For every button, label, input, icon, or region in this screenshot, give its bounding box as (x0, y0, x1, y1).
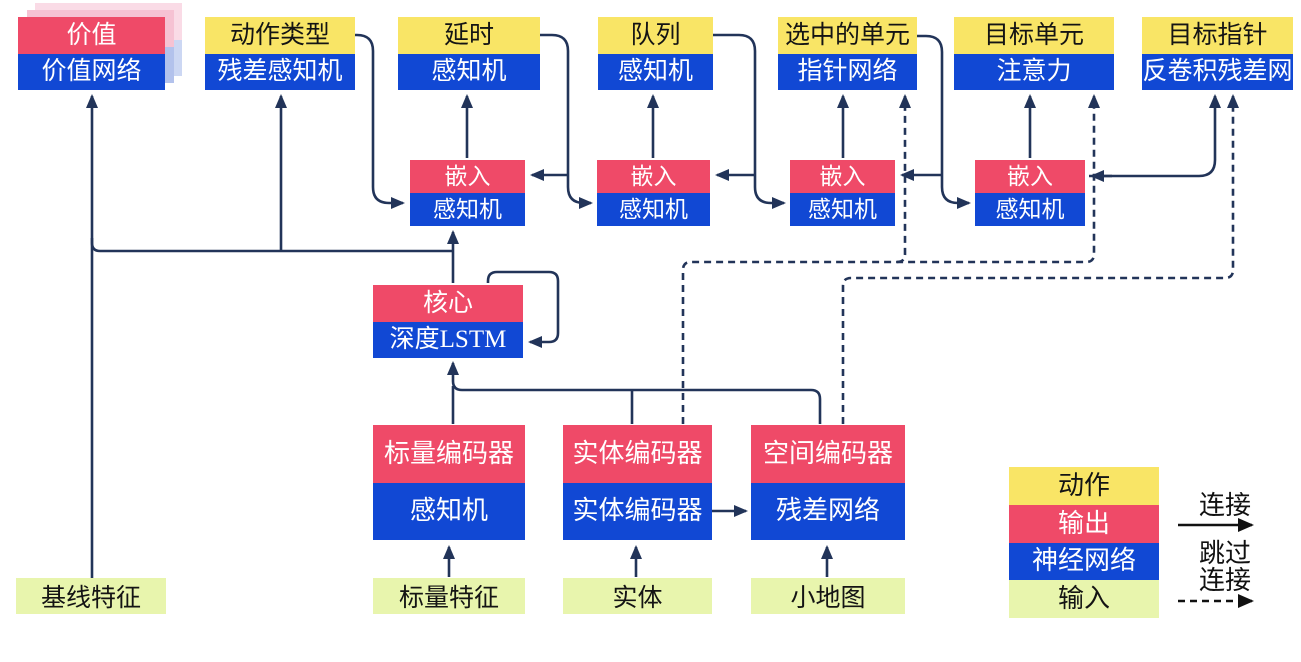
legend-solid-arrow-label: 连接 (1198, 491, 1251, 520)
arrow-embedding4-to-target-point (1089, 94, 1221, 178)
embedding-3-network: 感知机 (790, 193, 895, 226)
input-minimap: 小地图 (751, 578, 905, 614)
legend-action: 动作 (1009, 467, 1159, 505)
encoder-entity-network: 实体编码器 (563, 482, 712, 540)
head-selected-units-network: 指针网络 (778, 53, 917, 90)
legend-network: 神经网络 (1009, 542, 1159, 581)
embedding-4-network: 感知机 (975, 193, 1085, 226)
skip-entity-to-pointer (896, 94, 911, 264)
embedding-2-network: 感知机 (597, 193, 710, 226)
embedding-3: 嵌入 感知机 (790, 160, 895, 226)
legend-skip-arrow-label: 跳过 连接 (1180, 540, 1270, 595)
arrow-delay-to-embedding2 (540, 33, 593, 209)
head-delay: 延时 感知机 (398, 17, 540, 90)
head-target-point: 目标指针 反卷积残差网 (1142, 17, 1293, 90)
core-lstm: 核心 深度LSTM (373, 285, 523, 358)
embedding-1-output: 嵌入 (410, 160, 525, 193)
embedding-2-output: 嵌入 (597, 160, 710, 193)
embedding-3-output: 嵌入 (790, 160, 895, 193)
head-action-type-network: 残差感知机 (205, 53, 355, 90)
encoder-spatial: 空间编码器 残差网络 (751, 425, 905, 540)
head-queued-network: 感知机 (598, 53, 713, 90)
legend-output: 输出 (1009, 504, 1159, 543)
encoder-scalar: 标量编码器 感知机 (373, 425, 525, 540)
head-target-point-network: 反卷积残差网 (1142, 53, 1293, 90)
embedding-4-output: 嵌入 (975, 160, 1085, 193)
head-delay-network: 感知机 (398, 53, 540, 90)
encoder-entity-output: 实体编码器 (563, 425, 712, 483)
head-delay-action: 延时 (398, 17, 540, 54)
legend-skip-line1: 跳过 (1198, 539, 1251, 568)
head-selected-units-action: 选中的单元 (778, 17, 917, 54)
embedding-1: 嵌入 感知机 (410, 160, 525, 226)
arrow-encoders-to-core (447, 361, 822, 424)
embedding-1-network: 感知机 (410, 193, 525, 226)
head-queued: 队列 感知机 (598, 17, 713, 90)
legend-skip-line2: 连接 (1198, 566, 1251, 596)
input-scalar-features: 标量特征 (373, 578, 525, 614)
head-target-unit-action: 目标单元 (954, 17, 1114, 54)
input-baseline-features: 基线特征 (16, 578, 166, 614)
head-target-point-action: 目标指针 (1142, 17, 1293, 54)
encoder-scalar-output: 标量编码器 (373, 425, 525, 483)
encoder-scalar-network: 感知机 (373, 482, 525, 540)
core-network: 深度LSTM (373, 321, 523, 358)
input-entities: 实体 (563, 578, 712, 614)
embedding-4: 嵌入 感知机 (975, 160, 1085, 226)
legend-input: 输入 (1009, 580, 1159, 618)
encoder-spatial-network: 残差网络 (751, 482, 905, 540)
arrow-action-type-to-embedding1 (355, 33, 405, 209)
line-core-branch-to-value (90, 238, 453, 253)
head-action-type: 动作类型 残差感知机 (205, 17, 355, 90)
encoder-entity: 实体编码器 实体编码器 (563, 425, 712, 540)
head-value-action: 价值 (18, 17, 165, 54)
head-value: 价值 价值网络 (18, 17, 165, 90)
head-action-type-action: 动作类型 (205, 17, 355, 54)
skip-entity-to-attention (681, 94, 1100, 424)
legend-color-key: 动作 输出 神经网络 输入 (1009, 467, 1159, 618)
head-target-unit: 目标单元 注意力 (954, 17, 1114, 90)
head-value-network: 价值网络 (18, 53, 165, 90)
skip-spatial-to-target-point (841, 94, 1239, 424)
core-output: 核心 (373, 285, 523, 322)
head-selected-units: 选中的单元 指针网络 (778, 17, 917, 90)
encoder-spatial-output: 空间编码器 (751, 425, 905, 483)
head-queued-action: 队列 (598, 17, 713, 54)
head-target-unit-network: 注意力 (954, 53, 1114, 90)
embedding-2: 嵌入 感知机 (597, 160, 710, 226)
arrow-queued-to-embedding3 (713, 33, 786, 209)
